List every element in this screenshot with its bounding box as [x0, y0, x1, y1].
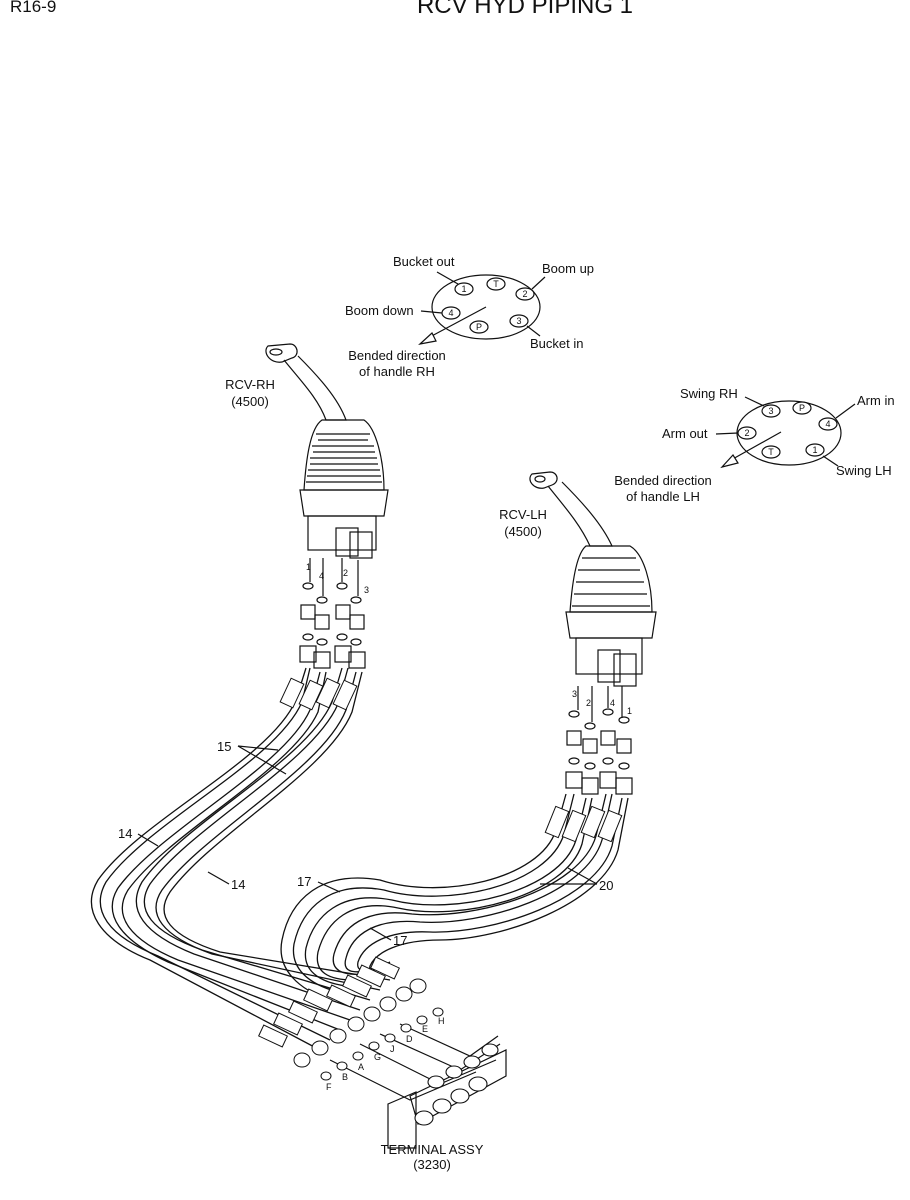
svg-text:P: P [799, 403, 805, 413]
lh-bend-arrow-icon [720, 454, 739, 469]
terminal-port-f: F [326, 1082, 332, 1092]
rcv-rh-pin-2: 2 [343, 568, 348, 578]
rcv-rh-code: (4500) [231, 394, 269, 409]
svg-text:2: 2 [744, 428, 749, 438]
lh-port-2: 2 [737, 426, 757, 440]
rh-port-p: P [469, 320, 489, 334]
callout-17-b: 17 [393, 933, 407, 948]
terminal-port-e: E [422, 1024, 428, 1034]
terminal-port-g: G [374, 1052, 381, 1062]
label-rh-bend-2: of handle RH [359, 364, 435, 379]
lh-port-3: 3 [761, 404, 781, 418]
terminal-port-b: B [342, 1072, 348, 1082]
terminal-port-h: H [438, 1016, 445, 1026]
rcv-rh-name: RCV-RH [225, 377, 275, 392]
rh-port-3: 3 [509, 314, 529, 328]
rcv-lh-pin-3: 3 [572, 689, 577, 699]
callout-17-a: 17 [297, 874, 311, 889]
terminal-name: TERMINAL ASSY [381, 1142, 484, 1157]
rcv-lh-pin-1: 1 [627, 706, 632, 716]
callout-20: 20 [599, 878, 613, 893]
rh-hoses [90, 667, 391, 1051]
svg-text:1: 1 [461, 284, 466, 294]
label-rh-bend-1: Bended direction [348, 348, 446, 363]
svg-text:4: 4 [448, 308, 453, 318]
callout-14-a: 14 [118, 826, 132, 841]
lh-port-4: 4 [818, 417, 838, 431]
rcv-rh-pin-1: 1 [306, 562, 311, 572]
part-callouts: 15 14 14 17 17 20 [118, 739, 613, 948]
rcv-lh-pin-4: 4 [610, 698, 615, 708]
rh-port-2: 2 [515, 287, 535, 301]
terminal-port-a: A [358, 1062, 364, 1072]
lh-port-1: 1 [805, 443, 825, 457]
rh-bend-arrow-icon [418, 332, 437, 345]
svg-text:4: 4 [825, 419, 830, 429]
rh-port-1: 1 [454, 282, 474, 296]
label-arm-in: Arm in [857, 393, 895, 408]
label-arm-out: Arm out [662, 426, 708, 441]
rcv-lh-code: (4500) [504, 524, 542, 539]
lh-port-t: T [761, 445, 781, 459]
rh-port-4: 4 [441, 306, 461, 320]
lh-port-p: P [792, 401, 812, 415]
terminal-assy: F B A G J D E H TERMINAL ASSY (3230) [320, 1007, 507, 1172]
page-title: RCV HYD PIPING 1 [417, 0, 633, 19]
label-swing-lh: Swing LH [836, 463, 892, 478]
callout-15: 15 [217, 739, 231, 754]
terminal-hose-ends [258, 956, 427, 1068]
label-boom-down: Boom down [345, 303, 414, 318]
label-lh-bend-2: of handle LH [626, 489, 700, 504]
terminal-port-d: D [406, 1034, 413, 1044]
rcv-lh-pin-2: 2 [586, 698, 591, 708]
rcv-lh-joystick: RCV-LH (4500) 3 2 4 1 [499, 471, 657, 795]
terminal-port-j: J [390, 1044, 395, 1054]
svg-text:3: 3 [768, 406, 773, 416]
label-bucket-out: Bucket out [393, 254, 455, 269]
rcv-rh-joystick: RCV-RH (4500) 1 4 2 3 [225, 343, 389, 669]
svg-text:3: 3 [516, 316, 521, 326]
svg-text:T: T [768, 447, 774, 457]
rh-port-pattern: 1 T 2 4 P 3 Bucket out Boom up Boom down… [345, 254, 594, 379]
rcv-rh-pin-4: 4 [319, 571, 324, 581]
page-code: R16-9 [10, 0, 56, 16]
svg-text:P: P [476, 322, 482, 332]
svg-text:2: 2 [522, 289, 527, 299]
svg-text:T: T [493, 279, 499, 289]
label-swing-rh: Swing RH [680, 386, 738, 401]
svg-text:1: 1 [812, 445, 817, 455]
rh-port-t: T [486, 277, 506, 291]
rcv-rh-pin-3: 3 [364, 585, 369, 595]
terminal-code: (3230) [413, 1157, 451, 1172]
label-bucket-in: Bucket in [530, 336, 583, 351]
lh-port-pattern: 3 P 2 4 T 1 Swing RH Arm in Arm out Swin… [614, 386, 894, 504]
callout-14-b: 14 [231, 877, 245, 892]
rcv-lh-name: RCV-LH [499, 507, 547, 522]
label-boom-up: Boom up [542, 261, 594, 276]
rh-pattern-ellipse [431, 274, 541, 340]
label-lh-bend-1: Bended direction [614, 473, 712, 488]
lh-hoses [280, 793, 629, 1001]
